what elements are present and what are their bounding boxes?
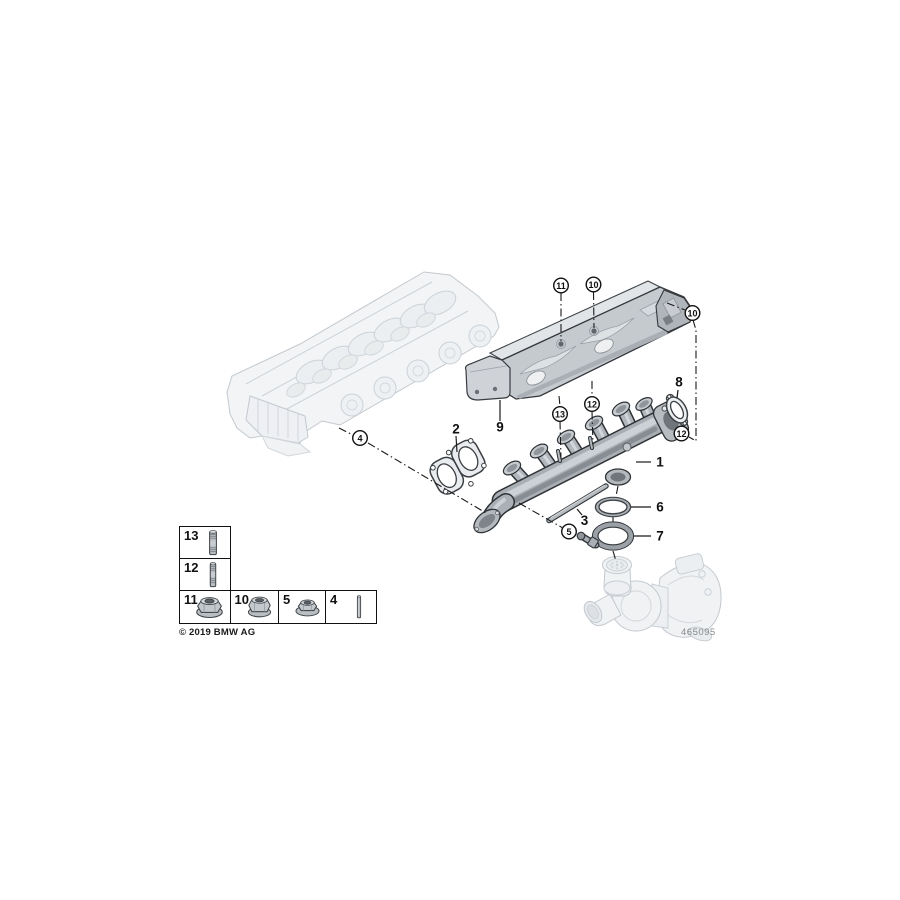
pin-icon	[354, 594, 364, 621]
cylinder-head-ghost	[226, 271, 500, 457]
svg-text:13[interactable]: 13	[555, 409, 565, 419]
flange-nut-icon	[194, 595, 225, 619]
label-3[interactable]: 3	[581, 513, 589, 528]
legend-number: 4	[330, 592, 338, 607]
svg-text:10[interactable]: 10	[687, 308, 697, 318]
leader-lines-solid	[455, 389, 679, 537]
label-8[interactable]: 8	[675, 375, 683, 390]
part-labels: 1 2 3 6 7 8 9	[452, 375, 683, 544]
flange-nut-small-icon	[294, 597, 321, 618]
flange-nut-icon	[245, 595, 274, 619]
stud-long-icon	[206, 528, 220, 557]
label-6[interactable]: 6	[656, 500, 664, 515]
legend-number: 12	[184, 559, 199, 575]
legend-cell-4[interactable]: 4	[325, 590, 377, 624]
shield-hole-right	[591, 328, 597, 334]
legend-cell-5[interactable]: 5	[278, 590, 327, 624]
label-1[interactable]: 1	[656, 455, 664, 470]
callout-12-right[interactable]: 12	[673, 425, 690, 442]
exhaust-manifold	[473, 397, 690, 534]
o-ring	[594, 496, 632, 518]
v-band-clamp	[576, 521, 635, 551]
legend-number: 10	[234, 592, 249, 607]
legend-number: 13	[184, 528, 199, 543]
label-7[interactable]: 7	[656, 529, 664, 544]
svg-text:12[interactable]: 12	[676, 429, 686, 439]
legend-number: 11	[184, 592, 198, 607]
svg-text:4[interactable]: 4	[357, 433, 362, 443]
heat-shield	[464, 280, 693, 401]
manifold-gasket	[429, 438, 487, 495]
drawing-number: 465095	[681, 627, 716, 638]
callout-11[interactable]: 11	[553, 277, 570, 294]
leader-lines-dashdot	[338, 291, 697, 562]
turbocharger-ghost	[583, 553, 722, 642]
svg-text:5[interactable]: 5	[566, 527, 571, 537]
legend-number: 5	[283, 592, 291, 607]
shield-hole-left	[558, 341, 564, 347]
callout-12-left[interactable]: 12	[584, 396, 601, 413]
long-stud	[546, 483, 609, 524]
copyright-notice: © 2019 BMW AG	[179, 627, 256, 638]
svg-text:12[interactable]: 12	[587, 399, 597, 409]
legend-cell-12[interactable]: 12	[179, 557, 231, 592]
shield-bracket	[464, 355, 511, 401]
legend-cell-11[interactable]: 11	[179, 590, 231, 624]
callout-4[interactable]: 4	[352, 430, 369, 447]
callout-10-left[interactable]: 10	[585, 276, 602, 293]
callout-13[interactable]: 13	[552, 406, 569, 423]
label-2[interactable]: 2	[452, 422, 460, 437]
svg-text:11[interactable]: 11	[556, 281, 566, 291]
legend-cell-13[interactable]: 13	[179, 526, 231, 559]
stud-icon	[206, 560, 220, 589]
label-9[interactable]: 9	[496, 420, 504, 435]
svg-text:10[interactable]: 10	[588, 280, 598, 290]
outlet-gasket	[665, 393, 689, 427]
circled-callouts: 4 11 10 10 13 12 12 5	[352, 276, 701, 540]
callout-10-right[interactable]: 10	[684, 305, 701, 322]
callout-5[interactable]: 5	[561, 523, 578, 540]
legend-cell-10[interactable]: 10	[229, 590, 280, 624]
